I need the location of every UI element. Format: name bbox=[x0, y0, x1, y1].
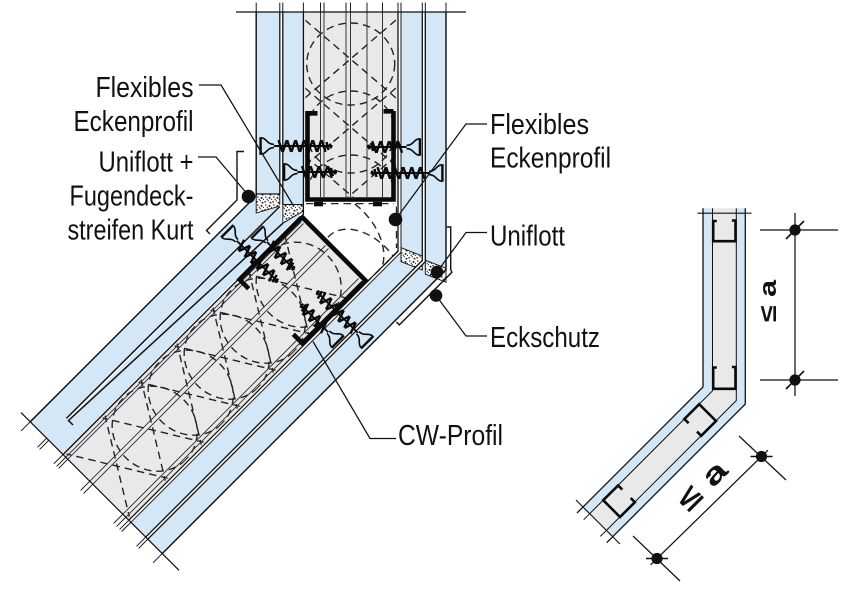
label-eckschutz: Eckschutz bbox=[490, 322, 600, 354]
insulation-lattice bbox=[137, 342, 241, 446]
flexible-corner-profile bbox=[205, 150, 244, 235]
dimension-marker-dot bbox=[755, 450, 768, 463]
wall-face-right bbox=[161, 12, 447, 555]
anchor-dot-eckschutz bbox=[429, 289, 443, 302]
cavity-diagonal bbox=[63, 216, 367, 521]
board-upper-outer-diagonal bbox=[30, 195, 282, 439]
insulation-lattice bbox=[65, 414, 169, 518]
cw-profile-diagonal-web bbox=[299, 214, 369, 284]
insulation-loop bbox=[111, 385, 198, 472]
anchor-dot-uniflott bbox=[430, 265, 444, 279]
insulation-loop bbox=[183, 313, 270, 400]
dimension-marker-dot bbox=[789, 224, 801, 236]
leader-cw-profil bbox=[312, 341, 396, 440]
stud-line-diagonal bbox=[67, 223, 304, 460]
schematic-wall-line bbox=[576, 208, 704, 514]
board-left-inner-vertical bbox=[281, 12, 304, 205]
label-flexibles-eckenprofil-left-line1: Flexibles bbox=[96, 72, 194, 104]
joint-filler-outer-corner-inner-layer bbox=[400, 247, 423, 271]
insulation-lattice bbox=[173, 306, 277, 410]
schematic-wall-line bbox=[583, 208, 713, 521]
schematic-board-left bbox=[583, 208, 713, 514]
dimension-text-vertical: ≤ a bbox=[755, 279, 782, 322]
board-upper-inner-diagonal bbox=[47, 204, 304, 455]
break-stubs-top bbox=[255, 2, 447, 12]
cw-web-nub bbox=[373, 201, 382, 207]
label-flexibles-eckenprofil-right-line1: Flexibles bbox=[490, 109, 589, 141]
cw-profile-diagonal-flange-upper bbox=[236, 215, 304, 291]
insulation-diagonal bbox=[65, 234, 349, 518]
schematic-stud-end bbox=[601, 483, 637, 519]
wall-face-left bbox=[29, 12, 257, 423]
insulation-loop bbox=[321, 228, 398, 282]
label-uniflott: Uniflott bbox=[490, 221, 565, 253]
stud-line-diagonal bbox=[92, 248, 329, 485]
label-flexibles-eckenprofil-left-line2: Eckenprofil bbox=[74, 106, 194, 138]
insulation-lattice bbox=[245, 234, 349, 338]
schematic-wall-line bbox=[600, 208, 737, 537]
dimension-marker-dot bbox=[789, 374, 801, 386]
cw-web-nub bbox=[314, 201, 323, 207]
break-stubs-bottom bbox=[20, 421, 163, 564]
board-line-right-inner bbox=[130, 12, 402, 523]
insulation-lattice bbox=[209, 270, 313, 374]
insulation-loop bbox=[147, 349, 234, 436]
cw-profile-diagonal-flange-lower bbox=[291, 279, 367, 347]
stud-line-diagonal bbox=[89, 245, 326, 482]
cw-profile-vertical-wall bbox=[305, 109, 396, 202]
schematic-stud-bend-vertical bbox=[711, 365, 737, 391]
label-uniflott-fugendeckstreifen-line1: Uniflott + bbox=[99, 147, 194, 179]
schematic-wall-line bbox=[606, 208, 746, 544]
corner-protection-profile bbox=[395, 226, 453, 326]
dimension-line-diagonal bbox=[650, 449, 769, 566]
board-seam-right bbox=[145, 12, 425, 539]
insulation-loop bbox=[219, 277, 306, 364]
label-uniflott-fugendeckstreifen-line3: streifen Kurt bbox=[68, 215, 194, 247]
label-flexibles-eckenprofil-right-line2: Eckenprofil bbox=[490, 143, 611, 175]
label-uniflott-fugendeckstreifen-line2: Fugendeck- bbox=[70, 181, 194, 213]
leader-flexibles-eckenprofil-left bbox=[199, 84, 294, 206]
insulation-lattice bbox=[101, 378, 205, 482]
schematic-stud-top bbox=[711, 219, 737, 243]
dimension-marker-dot bbox=[651, 552, 663, 565]
break-line-bottom bbox=[20, 412, 180, 571]
cavity-boundary-left bbox=[62, 12, 305, 455]
cavity-boundary-right bbox=[128, 12, 399, 521]
leader-uniflott bbox=[436, 231, 487, 273]
leader-flexibles-eckenprofil-right bbox=[394, 123, 487, 220]
leader-uniflott-fugendeckstreifen bbox=[198, 156, 249, 196]
schematic-break-end bbox=[575, 499, 621, 545]
board-left-outer-vertical bbox=[256, 12, 282, 194]
anchor-dot-uniflott-fugendeckstreifen bbox=[241, 189, 256, 204]
anchor-dot-flexibles-eckenprofil bbox=[388, 212, 403, 227]
board-joint-right bbox=[145, 12, 423, 538]
label-cw-profil: CW-Profil bbox=[398, 420, 503, 452]
board-joint-upper-diag-b bbox=[67, 222, 284, 426]
board-joint-right bbox=[147, 12, 426, 540]
leader-eckschutz bbox=[435, 295, 487, 337]
schematic-board-right bbox=[606, 208, 746, 537]
schematic-stud-bend-diagonal bbox=[682, 402, 718, 438]
